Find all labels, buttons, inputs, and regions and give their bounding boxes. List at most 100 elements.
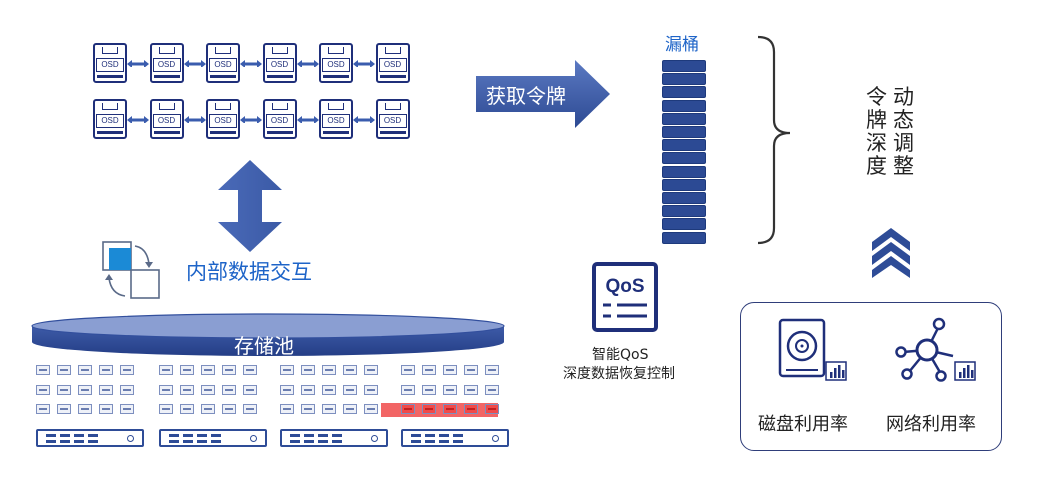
osd-label: OSD	[209, 114, 237, 128]
server-unit	[280, 429, 388, 447]
osd-cluster: OSD OSD OSD OSD OSD OSD OSD OSD OSD OSD OSD OSD	[93, 43, 413, 143]
drive-slot	[485, 365, 499, 375]
drive-slot	[222, 404, 236, 414]
drive-slot	[364, 404, 378, 414]
disk-util-label: 磁盘利用率	[758, 414, 848, 435]
bucket-token-bar	[662, 73, 706, 86]
drive-slot	[280, 365, 294, 375]
osd-link-arrow	[240, 60, 262, 67]
drive-slot	[401, 365, 415, 375]
hard-disk-icon	[778, 318, 847, 381]
drive-slot	[322, 385, 336, 395]
drive-slot	[36, 365, 50, 375]
drive-slot	[464, 365, 478, 375]
osd-node: OSD	[149, 43, 184, 83]
sync-copy-icon	[102, 241, 160, 299]
drive-slot	[364, 385, 378, 395]
bucket-token-bar	[662, 165, 706, 178]
drive-slot	[322, 365, 336, 375]
drive-slot	[301, 404, 315, 414]
osd-label: OSD	[152, 58, 181, 72]
drive-slot	[120, 404, 134, 414]
server-unit	[159, 429, 267, 447]
drive-slot	[180, 404, 194, 414]
get-token-arrow	[476, 60, 610, 128]
drive-slot	[401, 385, 415, 395]
drive-slot	[443, 365, 457, 375]
curly-brace	[757, 35, 791, 245]
qos-icon-text: QoS	[605, 276, 644, 297]
bucket-token-bar	[662, 139, 706, 152]
drive-slot	[343, 365, 357, 375]
dynamic-char: 态	[893, 108, 914, 132]
osd-node: OSD	[262, 99, 297, 139]
osd-node: OSD	[149, 99, 184, 139]
osd-link-arrow	[353, 116, 375, 123]
dynamic-adjust-label: 动 态 调 整	[893, 86, 914, 178]
drive-slot	[280, 404, 294, 414]
drive-slot	[422, 385, 436, 395]
drive-slot	[159, 404, 173, 414]
drive-slot	[485, 385, 499, 395]
bucket-token-bar	[662, 178, 706, 191]
drive-slot	[322, 404, 336, 414]
drive-slot	[443, 385, 457, 395]
drive-slot	[243, 404, 257, 414]
dynamic-char: 整	[893, 154, 914, 178]
bucket-token-bar	[662, 126, 706, 138]
osd-label: OSD	[96, 58, 124, 72]
drive-slot	[36, 404, 50, 414]
bucket-label: 漏桶	[665, 35, 699, 55]
drive-slot	[201, 365, 215, 375]
osd-node: OSD	[262, 43, 297, 83]
drive-slot	[120, 365, 134, 375]
drive-slot	[120, 385, 134, 395]
drive-slot	[78, 404, 92, 414]
osd-node: OSD	[375, 99, 410, 139]
bucket-token-bar	[662, 99, 706, 112]
bucket-token-bar	[662, 205, 706, 218]
osd-node: OSD	[93, 99, 127, 139]
bucket-token-bar	[662, 86, 706, 99]
drive-slot	[57, 404, 71, 414]
osd-node: OSD	[319, 43, 353, 83]
osd-node: OSD	[206, 43, 240, 83]
token-depth-label: 令 牌 深 度	[866, 86, 887, 178]
depth-char: 令	[866, 85, 887, 109]
drive-slot	[78, 385, 92, 395]
qos-caption-line1: 智能QoS	[592, 347, 649, 363]
drive-slot	[222, 385, 236, 395]
osd-label: OSD	[265, 114, 294, 128]
osd-node: OSD	[319, 99, 353, 139]
osd-node: OSD	[93, 43, 127, 83]
osd-node: OSD	[206, 99, 240, 139]
drive-slot	[422, 365, 436, 375]
bucket-token-bar	[662, 192, 706, 204]
qos-document-icon: QoS	[592, 262, 658, 332]
osd-label: OSD	[96, 114, 124, 128]
osd-label: OSD	[209, 58, 237, 72]
drive-slot	[57, 385, 71, 395]
dynamic-char: 调	[893, 131, 914, 155]
drive-slot	[78, 365, 92, 375]
drive-slot	[301, 365, 315, 375]
drive-slot	[159, 365, 173, 375]
drive-slot	[36, 385, 50, 395]
osd-label: OSD	[378, 58, 407, 72]
drive-slot	[57, 365, 71, 375]
drive-slot	[364, 365, 378, 375]
osd-label: OSD	[265, 58, 294, 72]
drive-slot-highlighted	[443, 404, 457, 414]
osd-label: OSD	[322, 58, 350, 72]
osd-link-arrow	[127, 60, 149, 67]
storage-pool-disc	[31, 313, 505, 356]
depth-char: 牌	[866, 108, 887, 132]
osd-link-arrow	[183, 116, 206, 123]
get-token-label: 获取令牌	[486, 84, 566, 108]
drive-slot	[343, 385, 357, 395]
drive-slot	[159, 385, 173, 395]
drive-slot-highlighted	[401, 404, 415, 414]
drive-slot	[243, 385, 257, 395]
drive-slot-highlighted	[464, 404, 478, 414]
